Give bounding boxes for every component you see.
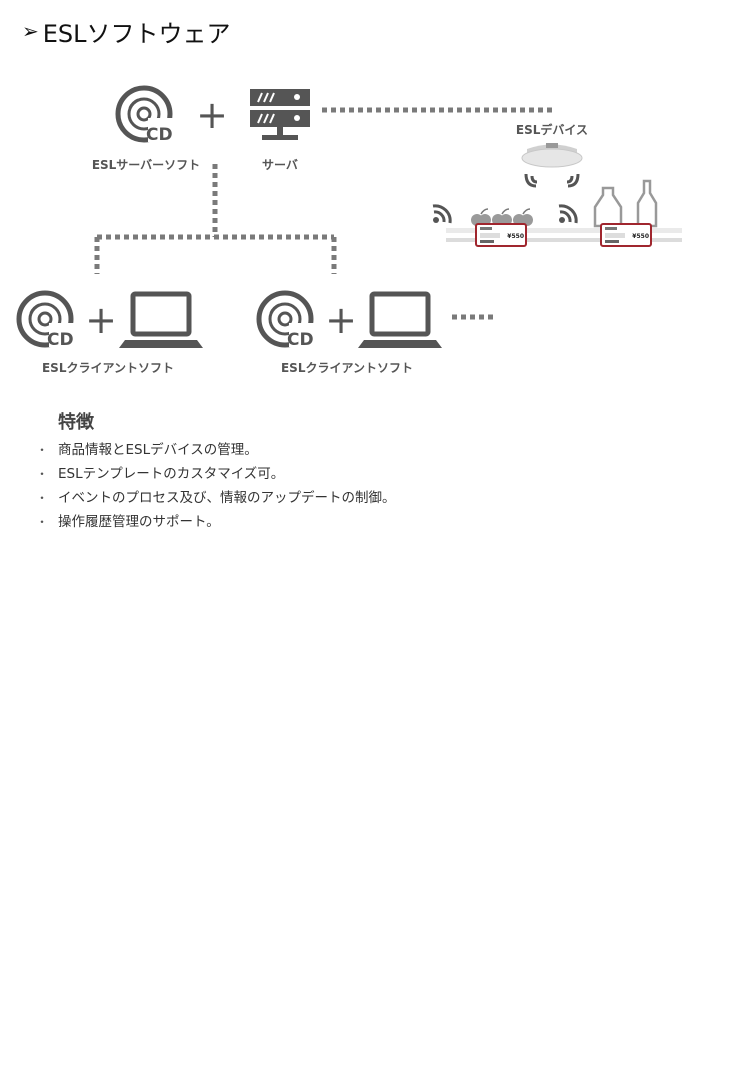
wifi-icon (557, 204, 578, 225)
cd-icon: CD (19, 293, 81, 350)
client-software-label: ESLクライアントソフト (42, 361, 174, 375)
connection-lines (94, 107, 552, 320)
page-title-text: ESLソフトウェア (42, 19, 231, 48)
system-diagram: CD + ESLサーバーソフト サーバ ESLデバイス (0, 60, 682, 375)
laptop-icon (119, 294, 203, 348)
client-software-label: ESLクライアントソフト (281, 361, 413, 375)
plus-icon: + (196, 93, 228, 137)
esl-device-label: ESLデバイス (516, 122, 588, 137)
arrow-bullet-icon: ➢ (22, 19, 39, 43)
cd-label: CD (146, 125, 173, 145)
esl-tag-icon: ¥550 (475, 223, 527, 247)
cd-icon: CD (259, 293, 321, 350)
feature-item: 操作履歴管理のサポート。 (36, 510, 396, 534)
plus-icon: + (325, 298, 357, 342)
cd-label: CD (287, 330, 314, 350)
server-software-label: ESLサーバーソフト (92, 158, 200, 172)
features-list: 商品情報とESLデバイスの管理。 ESLテンプレートのカスタマイズ可。 イベント… (36, 438, 396, 534)
tag-price: ¥550 (632, 233, 649, 240)
page-title: ➢ ESLソフトウェア (22, 14, 231, 48)
access-point-icon (521, 143, 583, 168)
server-icon (250, 89, 310, 140)
feature-item: イベントのプロセス及び、情報のアップデートの制御。 (36, 486, 396, 510)
feature-item: 商品情報とESLデバイスの管理。 (36, 438, 396, 462)
cd-label: CD (47, 330, 74, 350)
wifi-icon (431, 204, 452, 225)
feature-item: ESLテンプレートのカスタマイズ可。 (36, 462, 396, 486)
esl-tag-icon: ¥550 (600, 223, 652, 247)
laptop-icon (358, 294, 442, 348)
plus-icon: + (85, 298, 117, 342)
cd-icon: CD (118, 88, 180, 145)
tag-price: ¥550 (507, 233, 524, 240)
features-title: 特徴 (58, 412, 94, 433)
signal-waves-icon (524, 173, 580, 188)
store-shelf (446, 228, 682, 242)
server-label: サーバ (262, 158, 298, 172)
bottle-icons (593, 179, 658, 228)
